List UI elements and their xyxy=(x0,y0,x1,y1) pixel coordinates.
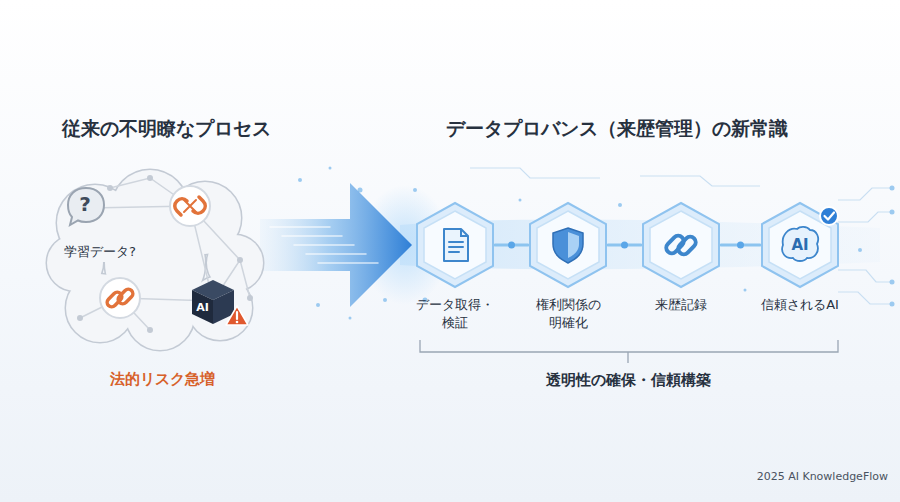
cube-text: AI xyxy=(196,301,209,314)
group-bracket xyxy=(420,340,838,363)
bubble-text: ? xyxy=(79,192,91,216)
label-text-wrap: 2025 AI KnowledgeFlow xyxy=(757,470,888,483)
arrow-streak xyxy=(306,253,366,255)
cube-text-wrap: AI xyxy=(192,294,213,320)
circuit-lines xyxy=(470,168,892,304)
cube-node: AI xyxy=(190,278,236,326)
label-text-wrap: 透明性の確保・信頼構築 xyxy=(546,371,711,390)
hex-outline xyxy=(642,202,720,288)
cloud-node: 学習データ?? AI xyxy=(50,168,260,348)
hex-outline xyxy=(416,202,494,288)
step-label: 信頼されるAI xyxy=(740,296,860,314)
label-text: 透明性の確保・信頼構築 xyxy=(546,371,711,390)
connector-dot xyxy=(621,242,628,249)
bubble-text-wrap: ? xyxy=(66,186,104,222)
step-label-wrap: 信頼されるAI xyxy=(740,296,860,314)
hex-outline xyxy=(529,202,607,288)
step-label: データ取得・検証 xyxy=(413,296,497,331)
icon-text: AI xyxy=(791,236,808,254)
process-hexagon: 来歴記録 xyxy=(642,202,720,288)
process-hexagon: 権利関係の明確化 xyxy=(529,202,607,288)
label-text-wrap: 法的リスク急増 xyxy=(110,370,215,389)
connector-dot xyxy=(737,242,744,249)
label-text: 従来の不明瞭なプロセス xyxy=(62,116,271,142)
label-text: 2025 AI KnowledgeFlow xyxy=(757,470,888,483)
icon-text-wrap: AI xyxy=(761,202,839,288)
bubble-node: ? xyxy=(66,186,106,226)
cloud-text-wrap: 学習データ? xyxy=(62,242,138,262)
step-label-wrap: データ取得・検証 xyxy=(413,296,497,331)
flow-arrow xyxy=(260,183,412,307)
label-text-wrap: データプロバンス（来歴管理）の新常識 xyxy=(446,116,788,142)
arrow-streak xyxy=(270,226,330,228)
arrow-streak xyxy=(294,244,354,246)
cloud-text: 学習データ? xyxy=(62,242,138,262)
process-hexagon: AI信頼されるAI xyxy=(761,202,839,288)
step-label-wrap: 権利関係の明確化 xyxy=(534,296,602,331)
label-text-wrap: 従来の不明瞭なプロセス xyxy=(62,116,271,142)
arrow-streak xyxy=(318,262,378,264)
step-label-wrap: 来歴記録 xyxy=(639,296,723,314)
label-text: 法的リスク急増 xyxy=(110,370,215,389)
process-hexagon: データ取得・検証 xyxy=(416,202,494,288)
step-label: 権利関係の明確化 xyxy=(534,296,602,331)
arrow-streaks xyxy=(270,227,378,263)
arrow-streak xyxy=(282,235,342,237)
connector-dot xyxy=(508,242,515,249)
step-label: 来歴記録 xyxy=(639,296,723,314)
label-text: データプロバンス（来歴管理）の新常識 xyxy=(446,116,788,142)
